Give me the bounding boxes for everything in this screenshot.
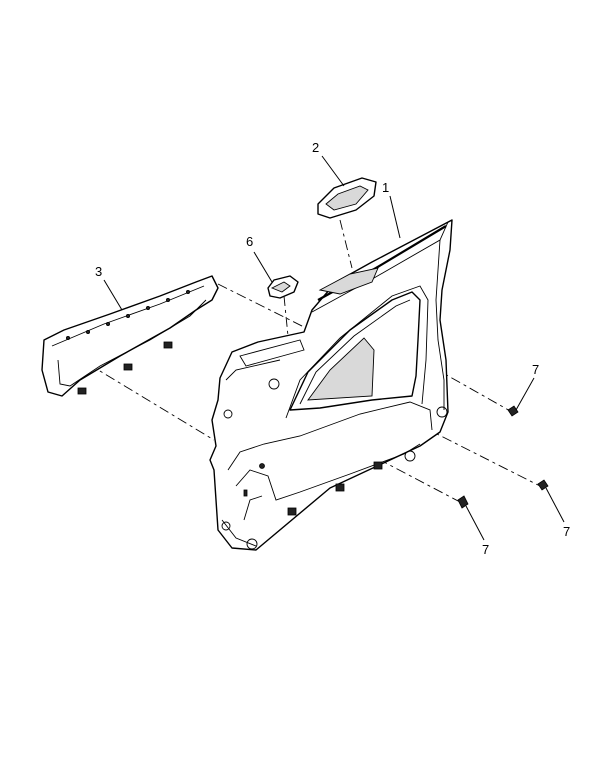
retainer-clip-3 [457,495,469,509]
leader-lines [103,155,565,541]
callout-6: 6 [246,234,253,249]
armrest-bezel [41,275,219,397]
switch-button [267,275,299,299]
retainer-clip-1 [507,405,519,417]
callout-1: 1 [382,180,389,195]
retainer-clip-2 [537,479,549,491]
callout-7-upper: 7 [532,362,539,377]
callout-2: 2 [312,140,319,155]
callout-3: 3 [95,264,102,279]
callout-7-right: 7 [563,524,570,539]
door-trim-panel [209,219,453,551]
pull-handle-bezel [317,177,377,219]
callout-7-lower: 7 [482,542,489,557]
